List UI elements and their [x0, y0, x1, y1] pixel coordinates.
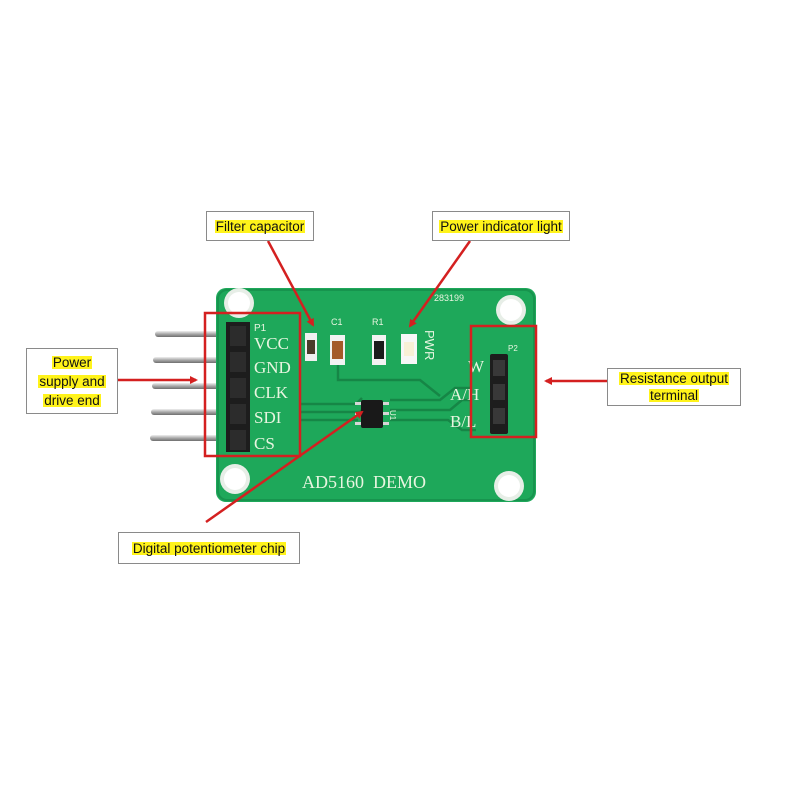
power-supply-text-2: supply and	[38, 374, 106, 389]
pcb-board	[216, 288, 536, 502]
power-indicator-callout: Power indicator light	[432, 211, 570, 241]
pwr-led	[401, 334, 417, 364]
power-indicator-text: Power indicator light	[439, 219, 563, 234]
highlight-box-p1	[203, 311, 302, 458]
arrow-power-indicator	[408, 240, 472, 328]
resistance-output-callout: Resistance output terminal	[607, 368, 741, 406]
power-supply-text-3: drive end	[43, 393, 101, 408]
p1-label: P1	[254, 323, 267, 334]
mounting-holes	[220, 288, 526, 501]
c1-label: C1	[331, 317, 343, 327]
filter-capacitor-left	[305, 333, 317, 361]
pin-header-p1	[226, 322, 250, 452]
chip-text: Digital potentiometer chip	[131, 541, 287, 556]
pin-header-p2	[490, 354, 508, 434]
power-supply-text-1: Power	[51, 355, 93, 370]
resistance-output-text-2: terminal	[648, 388, 699, 403]
pin-label-sdi: SDI	[254, 408, 282, 427]
pin-label-clk: CLK	[254, 383, 289, 402]
arrow-chip	[205, 410, 364, 524]
board-title: AD5160 DEMO	[302, 472, 426, 492]
power-supply-callout: Power supply and drive end	[26, 348, 118, 414]
header-pins-left	[150, 331, 235, 441]
capacitor-c1	[330, 335, 345, 365]
pin-label-bl: B/L	[450, 412, 476, 431]
pin-label-cs: CS	[254, 434, 275, 453]
serial-number: 283199	[434, 293, 464, 303]
filter-capacitor-text: Filter capacitor	[214, 219, 306, 234]
pin-label-gnd: GND	[254, 358, 291, 377]
pwr-label: PWR	[422, 330, 437, 360]
arrow-filter-capacitor	[266, 240, 315, 327]
filter-capacitor-callout: Filter capacitor	[206, 211, 314, 241]
p2-label: P2	[508, 344, 518, 353]
chip-callout: Digital potentiometer chip	[118, 532, 300, 564]
u1-label: U1	[388, 410, 397, 421]
r1-label: R1	[372, 317, 384, 327]
highlight-box-p2	[469, 324, 538, 439]
pin-label-ah: A/H	[450, 385, 479, 404]
callout-arrows	[118, 240, 607, 524]
resistance-output-text-1: Resistance output	[618, 371, 730, 386]
resistor-r1	[372, 335, 386, 365]
pin-label-vcc: VCC	[254, 334, 289, 353]
